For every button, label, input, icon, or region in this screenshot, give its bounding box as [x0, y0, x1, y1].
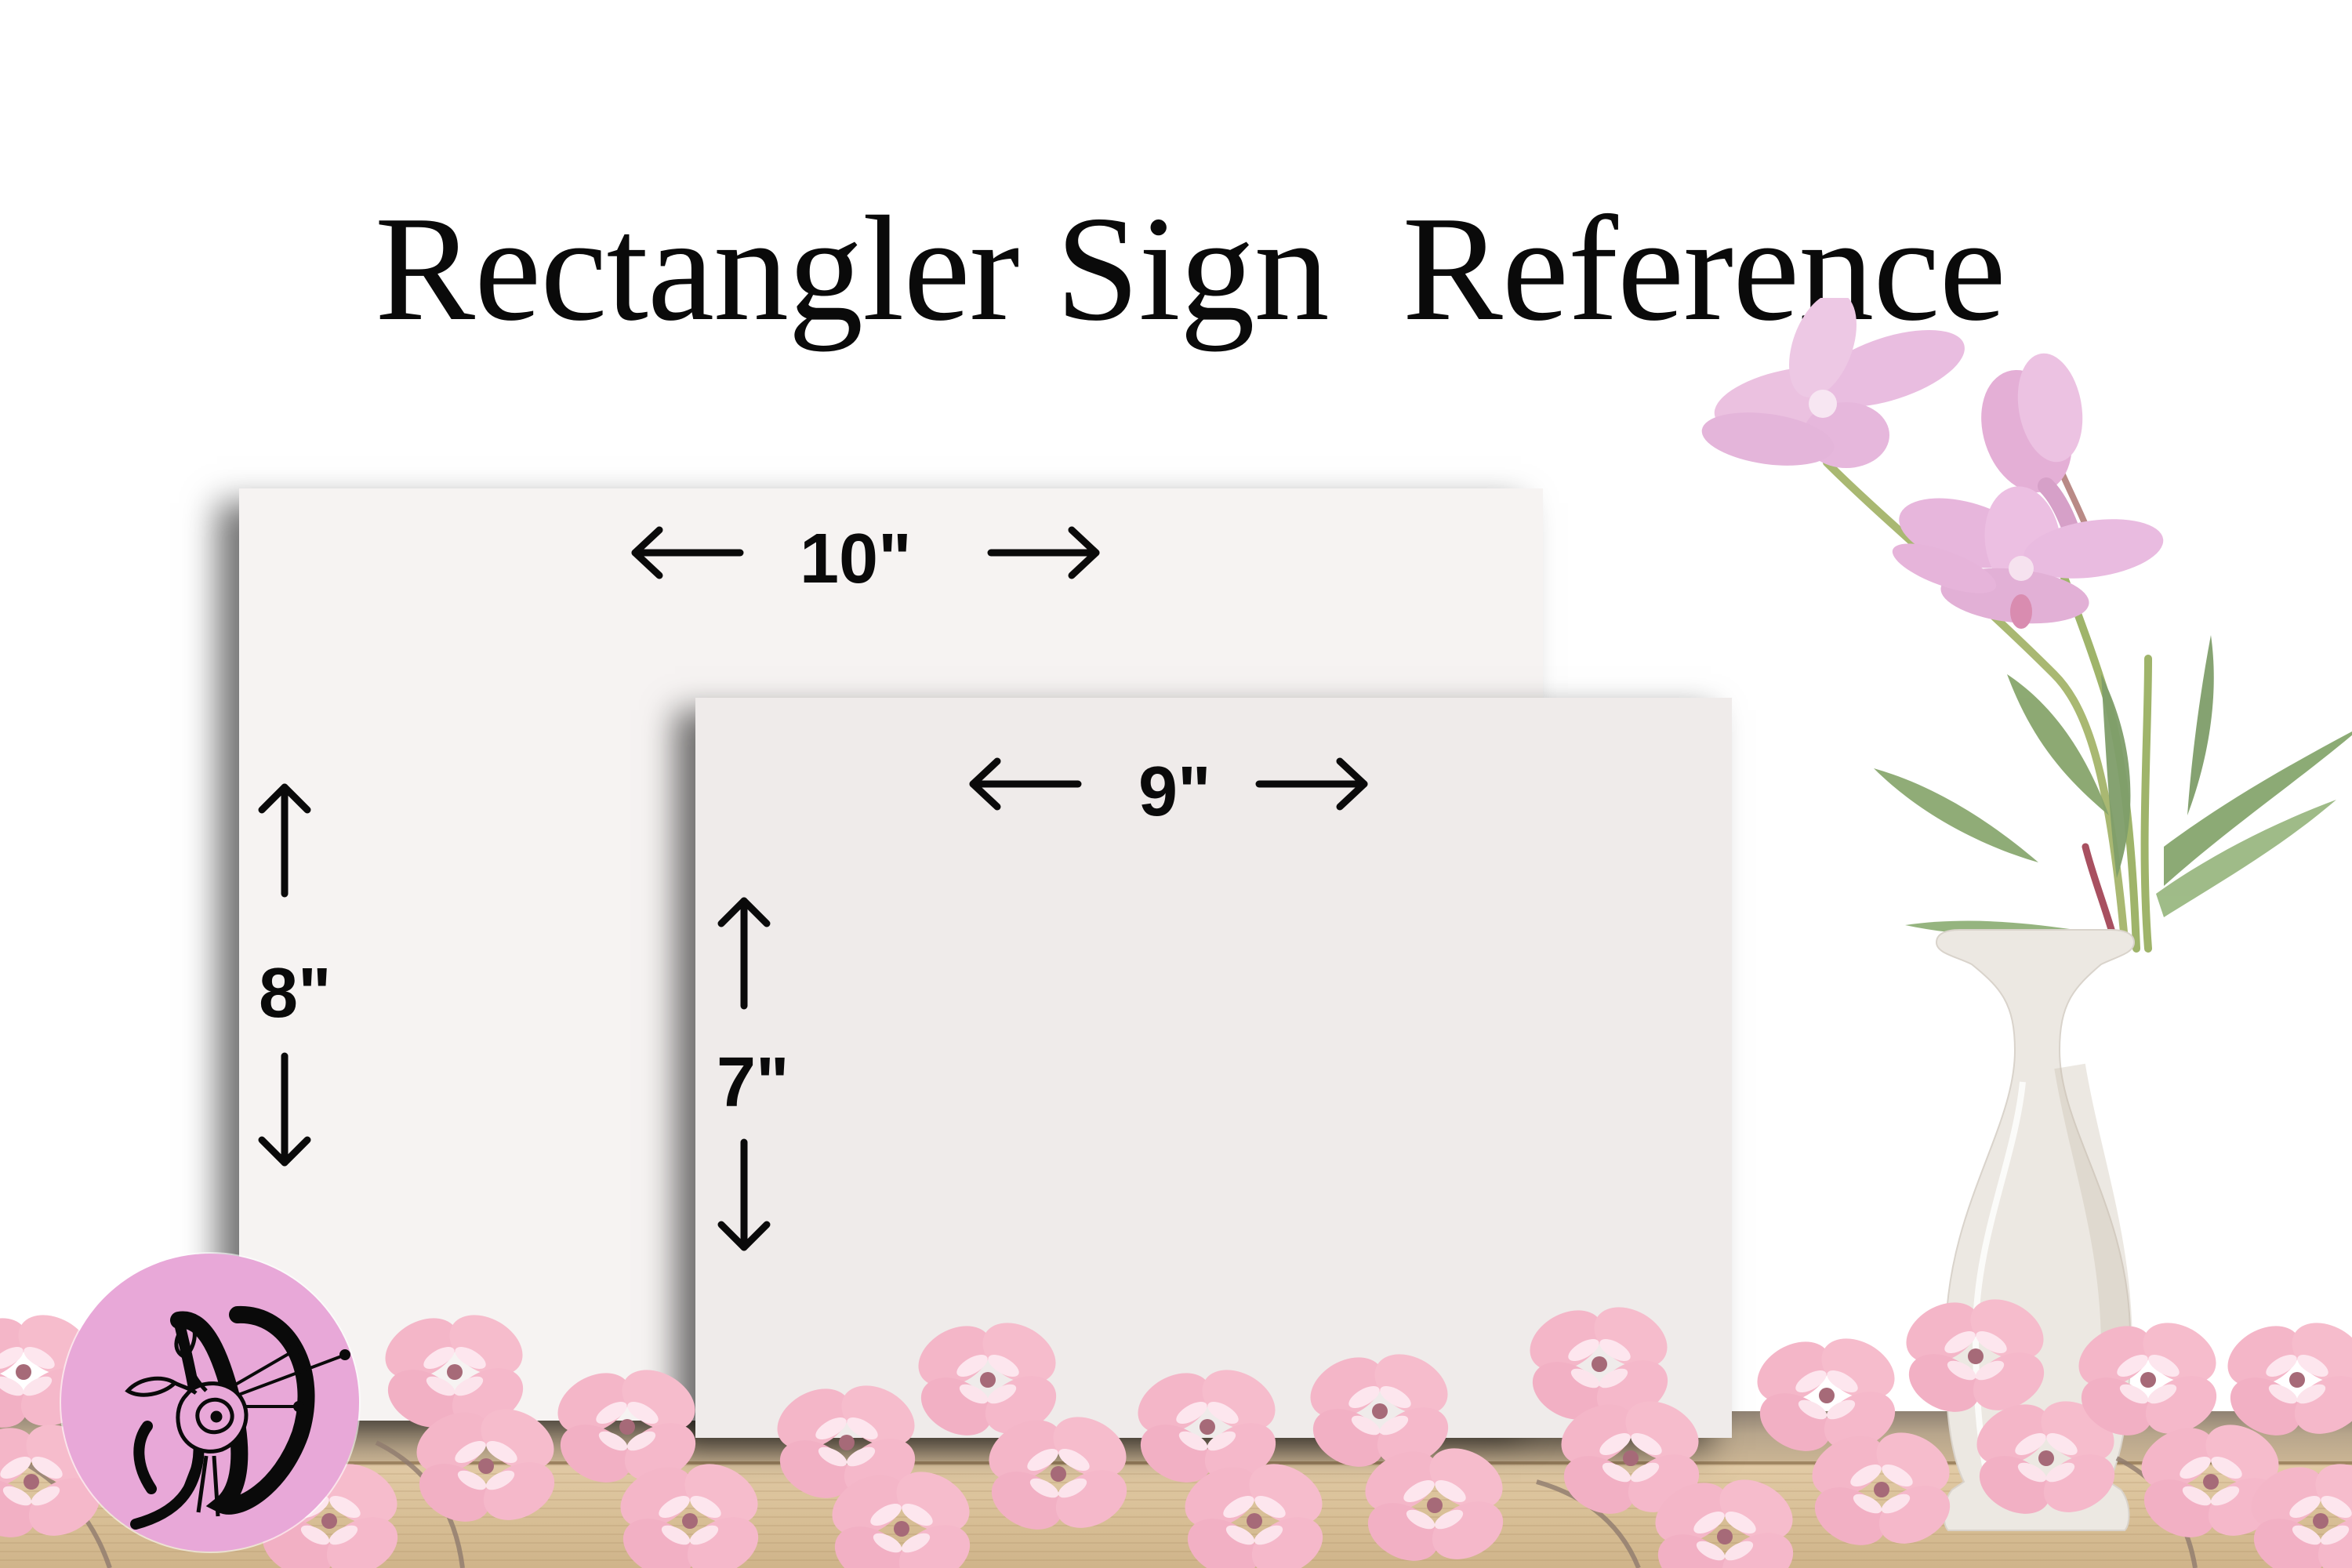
vase-with-oleander-icon	[1646, 292, 2352, 1568]
width-label-small: 9"	[1138, 753, 1211, 831]
page-title: Rectangler Sign Reference	[375, 185, 2006, 352]
height-label-large: 8"	[259, 954, 332, 1033]
arrow-right-icon	[987, 526, 1100, 579]
floral-monogram-logo-icon	[61, 1254, 359, 1552]
arrow-down-icon	[717, 1138, 771, 1251]
height-label-small: 7"	[717, 1044, 789, 1122]
arrow-right-icon	[1255, 757, 1368, 811]
arrow-up-icon	[258, 783, 311, 898]
arrow-down-icon	[258, 1052, 311, 1167]
arrow-left-icon	[631, 526, 744, 579]
arrow-up-icon	[717, 897, 771, 1010]
arrow-left-icon	[969, 757, 1082, 811]
sign-small-9x7	[695, 698, 1732, 1438]
width-label-large: 10"	[800, 520, 912, 598]
